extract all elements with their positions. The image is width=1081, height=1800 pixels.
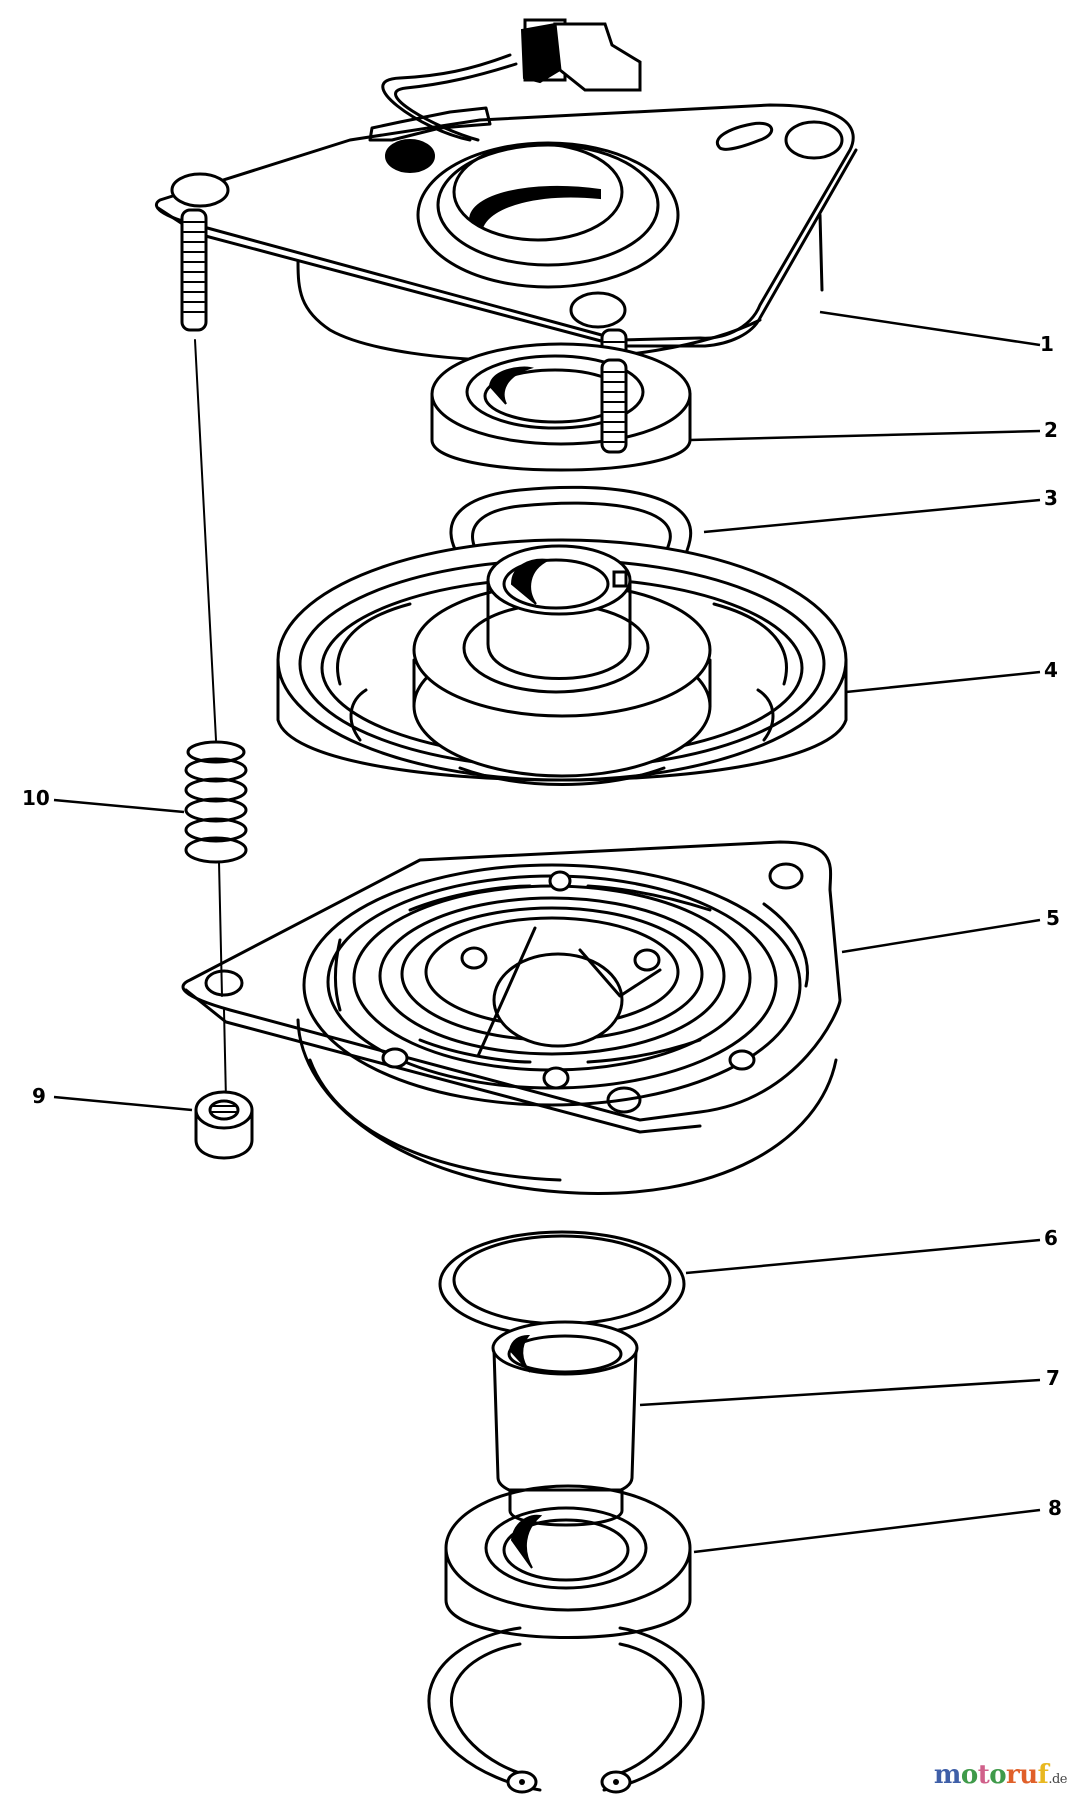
leader-lines	[53, 310, 1041, 1554]
callout-8: 8	[1048, 1496, 1062, 1520]
watermark-text: motoruf	[933, 1760, 1049, 1790]
part-7-spacer-sleeve	[491, 1320, 639, 1501]
part-5-armature-plate	[181, 840, 842, 1195]
callout-10: 10	[22, 786, 50, 810]
watermark-logo: motoruf.de	[933, 1760, 1068, 1790]
part-6-retaining-ring	[438, 1230, 686, 1338]
watermark-tld: .de	[1048, 1772, 1067, 1787]
part-8-bearing	[444, 1484, 692, 1639]
part-10-spring	[184, 339, 248, 997]
callout-3: 3	[1044, 486, 1058, 510]
part-4-rotor-pulley	[276, 538, 848, 786]
callout-1: 1	[1040, 332, 1054, 356]
housing-bolt-left	[180, 208, 208, 332]
callout-7: 7	[1046, 1366, 1060, 1390]
callout-5: 5	[1046, 906, 1060, 930]
part-2-bearing	[430, 342, 692, 472]
callout-4: 4	[1044, 658, 1058, 682]
part-9-lock-nut	[194, 1009, 254, 1160]
callout-9: 9	[32, 1084, 46, 1108]
callout-2: 2	[1044, 418, 1058, 442]
bottom-retaining-ring	[427, 1626, 705, 1794]
callout-6: 6	[1044, 1226, 1058, 1250]
